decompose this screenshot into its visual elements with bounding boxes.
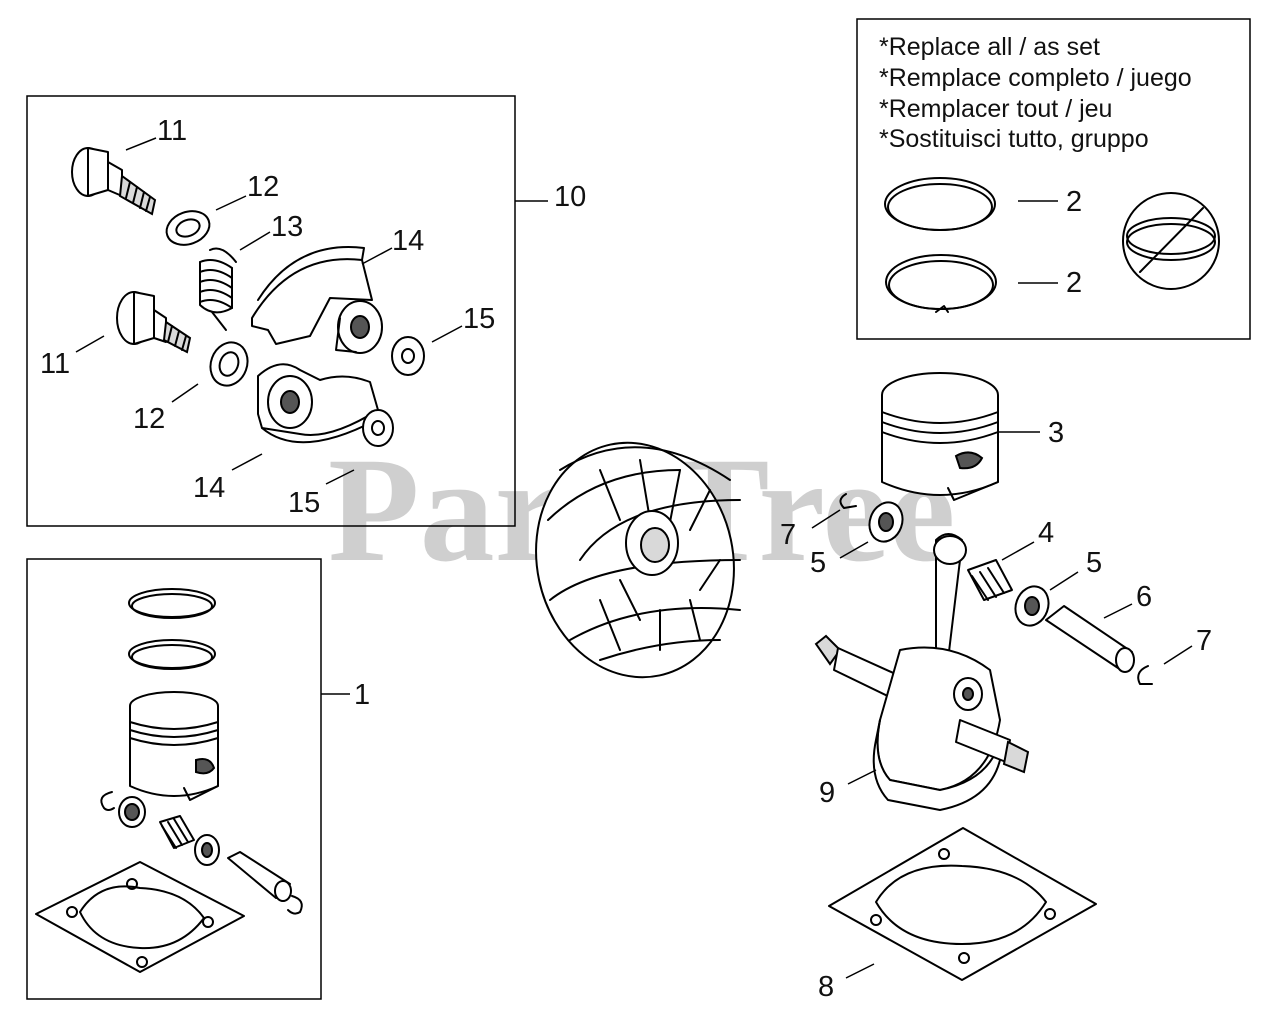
piston: [881, 372, 999, 501]
wrist-pin: [1045, 605, 1135, 673]
kit-circlip-left: [100, 791, 115, 811]
clutch-washer-bottom: [209, 341, 249, 387]
kit-wrist-pin: [227, 851, 292, 902]
clutch-bolt-top: [71, 147, 157, 216]
clutch-washer-top: [165, 210, 211, 246]
crankshaft: [814, 533, 1030, 811]
clutch-shoe-top: [251, 246, 383, 354]
callout-10: 10: [554, 181, 586, 213]
kit-gasket: [35, 861, 245, 973]
callout-11-bottom: 11: [40, 348, 70, 380]
piston-ring-2: [885, 254, 997, 313]
cylinder-gasket: [828, 827, 1097, 981]
kit-needle-bearing: [159, 815, 195, 849]
kit-washer: [194, 834, 220, 866]
callout-11-top: 11: [157, 115, 187, 147]
note-line-fr: *Remplacer tout / jeu: [879, 95, 1112, 123]
callout-6: 6: [1136, 581, 1152, 613]
callout-2-top: 2: [1066, 186, 1082, 218]
note-line-it: *Sostituisci tutto, gruppo: [879, 125, 1149, 153]
ring-set-frame: [856, 18, 1251, 340]
bearing-right: [1014, 585, 1050, 627]
clutch-bolt-bottom: [116, 291, 192, 354]
piston-kit-frame: [26, 558, 322, 1000]
bearing-left: [868, 501, 904, 543]
callout-9: 9: [819, 777, 835, 809]
callout-5-left: 5: [810, 547, 826, 579]
kit-piston: [129, 691, 219, 801]
callout-4: 4: [1038, 517, 1054, 549]
flywheel: [535, 441, 741, 679]
no-substitute-ring-icon: [1122, 192, 1220, 290]
callout-2-bottom: 2: [1066, 267, 1082, 299]
note-line-en: *Replace all / as set: [879, 33, 1100, 61]
needle-bearing: [967, 559, 1013, 601]
circlip-left: [839, 493, 857, 509]
clutch-washer-15-top: [391, 336, 425, 376]
callout-14-bottom: 14: [193, 472, 225, 504]
callout-12-bottom: 12: [133, 403, 165, 435]
callout-15-bottom: 15: [288, 487, 320, 519]
clutch-assembly-frame: [26, 95, 516, 527]
callout-14-top: 14: [392, 225, 424, 257]
callout-5-right: 5: [1086, 547, 1102, 579]
callout-15-top: 15: [463, 303, 495, 335]
circlip-right: [1137, 665, 1153, 685]
clutch-shoe-bottom: [257, 363, 379, 444]
piston-ring-1: [884, 177, 996, 231]
clutch-washer-15-bottom: [362, 409, 394, 447]
callout-7-right: 7: [1196, 625, 1212, 657]
note-line-es: *Remplace completo / juego: [879, 64, 1192, 92]
clutch-spring: [199, 247, 237, 331]
kit-bearing-ring: [118, 796, 146, 828]
callout-1: 1: [354, 679, 370, 711]
callout-8: 8: [818, 971, 834, 1003]
callout-7-left: 7: [780, 519, 796, 551]
kit-ring-bottom: [128, 639, 216, 670]
callout-13: 13: [271, 211, 303, 243]
callout-3: 3: [1048, 417, 1064, 449]
callout-12-top: 12: [247, 171, 279, 203]
kit-ring-top: [128, 588, 216, 619]
kit-circlip-right: [287, 895, 303, 915]
